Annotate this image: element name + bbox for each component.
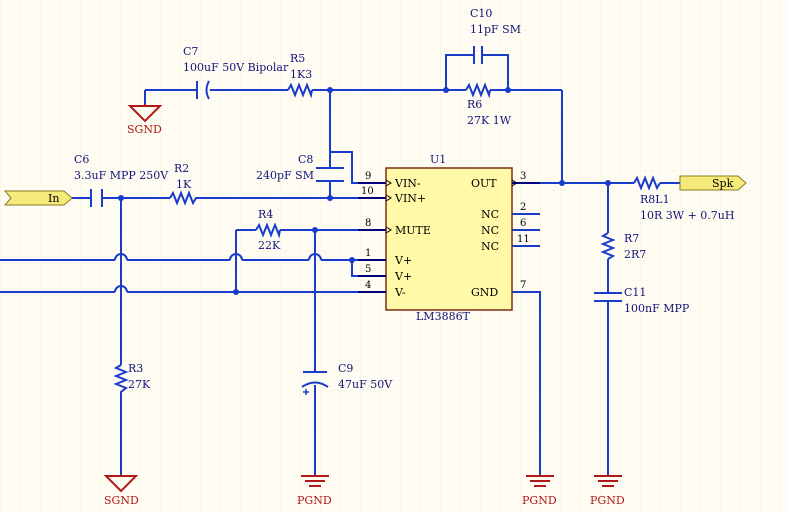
capacitor-c6: C6 3.3uF MPP 250V — [74, 153, 169, 207]
pin-name-nc2: NC — [481, 224, 499, 237]
pin-num-9: 9 — [365, 171, 371, 182]
pin-num-7: 7 — [520, 280, 526, 291]
pin-name-out: OUT — [471, 177, 497, 190]
u1-ref: U1 — [430, 153, 446, 166]
c6-ref: C6 — [74, 153, 89, 166]
pin-num-4: 4 — [365, 280, 371, 291]
resistor-r7: R7 2R7 — [600, 232, 646, 261]
ic-u1: U1 LM3886T VIN- VIN+ MUTE V+ V+ V- OUT N… — [358, 153, 540, 323]
pgnd-2-label: PGND — [522, 494, 557, 507]
resistor-r4: R4 22K — [255, 208, 281, 252]
pin-name-vm: V- — [394, 286, 406, 299]
r6-value: 27K 1W — [467, 114, 512, 127]
port-spk-label: Spk — [712, 177, 734, 190]
r7-ref: R7 — [624, 232, 639, 245]
r8l1-value: 10R 3W + 0.7uH — [640, 209, 734, 222]
u1-value: LM3886T — [416, 310, 471, 323]
junctions — [118, 87, 611, 295]
c11-ref: C11 — [624, 286, 646, 299]
pin-num-5: 5 — [365, 264, 371, 275]
capacitor-c8: C8 240pF SM — [256, 153, 344, 182]
r4-value: 22K — [258, 239, 281, 252]
pin-num-3: 3 — [520, 171, 526, 182]
port-in-label: In — [48, 192, 59, 205]
c7-value: 100uF 50V Bipolar — [183, 61, 289, 74]
pin-num-2: 2 — [520, 202, 526, 213]
sgnd-top-label: SGND — [127, 123, 162, 136]
pin-name-vin-plus: VIN+ — [394, 192, 426, 205]
ground-pgnd-1: PGND — [297, 475, 332, 507]
c11-value: 100nF MPP — [624, 302, 690, 315]
wires — [0, 54, 680, 476]
r3-ref: R3 — [128, 362, 143, 375]
resistor-r3: R3 27K — [113, 362, 151, 395]
c9-ref: C9 — [338, 362, 353, 375]
sgnd-bottom-label: SGND — [104, 494, 139, 507]
pin-name-vp1: V+ — [394, 254, 412, 267]
capacitor-c10: C10 11pF SM — [468, 7, 521, 64]
pin-num-11: 11 — [517, 234, 530, 245]
resistor-r8l1: R8L1 10R 3W + 0.7uH — [633, 175, 734, 222]
ground-sgnd-top: SGND — [127, 104, 163, 136]
r5-ref: R5 — [290, 52, 305, 65]
r2-ref: R2 — [174, 162, 189, 175]
r6-ref: R6 — [467, 98, 482, 111]
r2-value: 1K — [176, 178, 192, 191]
r8l1-ref: R8L1 — [640, 193, 670, 206]
c7-ref: C7 — [183, 45, 198, 58]
r5-value: 1K3 — [290, 68, 312, 81]
c8-value: 240pF SM — [256, 169, 314, 182]
pin-num-6: 6 — [520, 218, 526, 229]
r3-value: 27K — [128, 378, 151, 391]
capacitor-c7: C7 100uF 50V Bipolar — [183, 45, 289, 100]
port-in[interactable]: In — [3, 190, 73, 206]
pin-name-gnd: GND — [471, 286, 498, 299]
pgnd-1-label: PGND — [297, 494, 332, 507]
c9-value: 47uF 50V — [338, 378, 393, 391]
c10-value: 11pF SM — [470, 23, 521, 36]
ground-pgnd-3: PGND — [590, 475, 625, 507]
capacitor-c11: C11 100nF MPP — [594, 286, 690, 315]
wire-crossings — [114, 253, 322, 293]
pgnd-3-label: PGND — [590, 494, 625, 507]
r7-value: 2R7 — [624, 248, 646, 261]
pin-name-vp2: V+ — [394, 270, 412, 283]
c8-ref: C8 — [298, 153, 313, 166]
capacitor-c9: C9 47uF 50V — [301, 362, 393, 395]
c6-value: 3.3uF MPP 250V — [74, 169, 169, 182]
pin-name-nc1: NC — [481, 208, 499, 221]
pin-num-1: 1 — [365, 248, 371, 259]
pin-num-10: 10 — [361, 186, 374, 197]
pin-name-vin-minus: VIN- — [394, 177, 421, 190]
ground-sgnd-bottom: SGND — [103, 475, 139, 507]
pin-name-mute: MUTE — [395, 224, 431, 237]
port-spk[interactable]: Spk — [679, 175, 747, 191]
c10-ref: C10 — [470, 7, 492, 20]
resistor-r2: R2 1K — [169, 162, 198, 206]
pin-name-nc3: NC — [481, 240, 499, 253]
r4-ref: R4 — [258, 208, 273, 221]
resistor-r5: R5 1K3 — [287, 52, 313, 99]
pin-num-8: 8 — [365, 218, 371, 229]
ground-pgnd-2: PGND — [522, 475, 557, 507]
resistor-r6: R6 27K 1W — [465, 82, 512, 127]
